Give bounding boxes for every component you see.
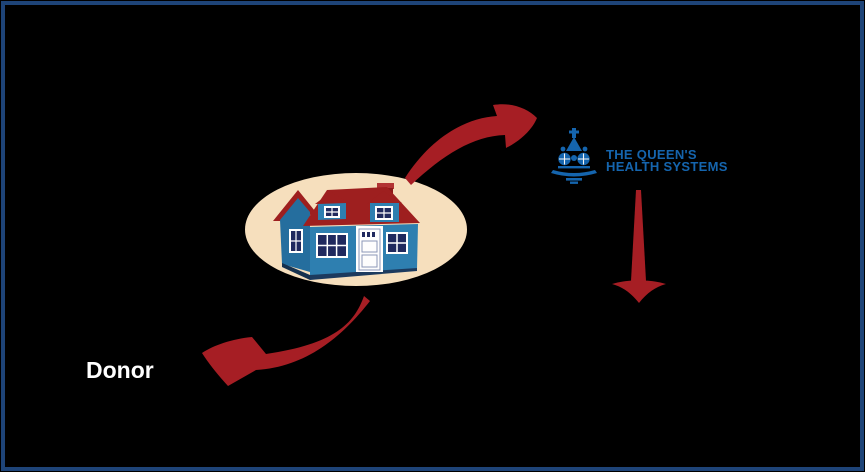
arrow-queens-down bbox=[612, 190, 666, 303]
gable-roof bbox=[273, 190, 323, 221]
door-light bbox=[372, 232, 375, 237]
side-window-muntins bbox=[291, 231, 301, 251]
dormer-window-muntins bbox=[377, 208, 391, 218]
dormer-window-muntins bbox=[326, 208, 338, 216]
arrow-house-to-donor bbox=[202, 296, 370, 386]
organization-name: THE QUEEN'S HEALTH SYSTEMS bbox=[606, 147, 728, 174]
organization-name-line1: THE QUEEN'S bbox=[606, 147, 697, 162]
door-panel bbox=[361, 240, 378, 253]
house-icon bbox=[273, 183, 420, 280]
crown-icon bbox=[551, 128, 597, 184]
arrow-house-to-queens bbox=[405, 104, 537, 185]
queens-health-systems-logo: THE QUEEN'S HEALTH SYSTEMS bbox=[550, 128, 728, 186]
donor-label: Donor bbox=[86, 357, 154, 383]
door-light bbox=[362, 232, 365, 237]
chimney-cap bbox=[377, 183, 394, 189]
foundation bbox=[282, 263, 310, 280]
organization-name-line2: HEALTH SYSTEMS bbox=[606, 159, 728, 174]
dormer-roof bbox=[367, 191, 402, 204]
foundation bbox=[310, 268, 417, 280]
front-window-muntins bbox=[318, 235, 346, 256]
front-window-muntins bbox=[388, 234, 406, 252]
door bbox=[358, 228, 381, 271]
door-panel bbox=[361, 254, 378, 268]
dormer-roof bbox=[315, 192, 349, 204]
door-light bbox=[367, 232, 370, 237]
